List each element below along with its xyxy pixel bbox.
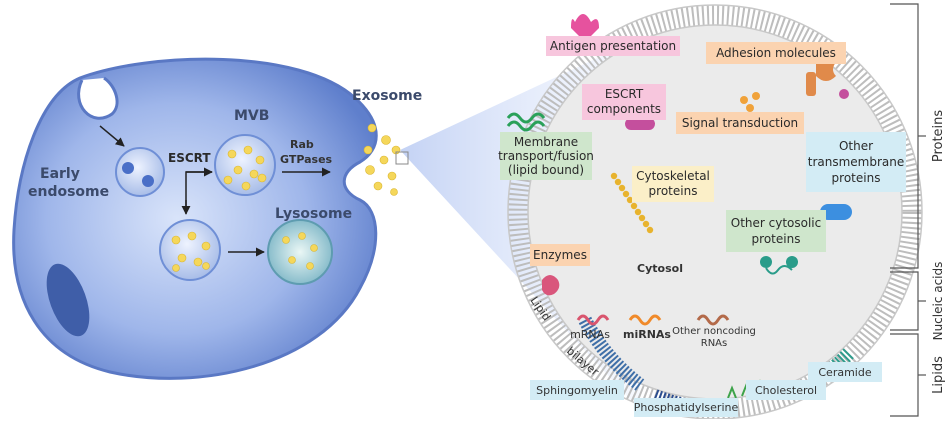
label-lysosome: Lysosome [275,206,352,222]
label-rab: Rab [290,138,314,151]
label-cholesterol: Cholesterol [755,384,817,397]
mvb-intraluminal-vesicles [223,145,267,191]
transmembrane-protein-icon [820,204,852,220]
noncoding-rna-icon [696,314,730,326]
label-early: Early [40,166,80,182]
label-escrt-1: ESCRT [605,87,644,101]
early-endosome-vesicle [115,147,165,197]
endosome-cargo [122,162,134,174]
enzyme-icon [542,275,560,296]
label-antigen: Antigen presentation [550,39,676,53]
box-sphingomyelin [530,380,624,400]
lysosome-cargo [282,232,318,270]
lipid-bilayer [508,5,922,419]
box-antigen [546,36,680,56]
box-enzymes [530,244,590,266]
label-other-rnas-1: Other noncoding [672,326,756,337]
label-other-cytosolic-1: Other cytosolic [731,216,822,230]
label-mvb: MVB [234,108,269,124]
box-cholesterol [746,380,826,400]
box-phosphatidylserine [634,398,738,417]
label-other-tm-3: proteins [832,171,881,185]
label-cytoskeletal-1: Cytoskeletal [636,169,710,183]
label-phosphatidylserine: Phosphatidylserine [634,401,739,414]
label-cytoskeletal-2: proteins [649,184,698,198]
label-exosome: Exosome [352,88,422,104]
label-other-tm-1: Other [839,139,873,153]
label-other-cytosolic-2: proteins [752,232,801,246]
label-membrane-3: (lipid bound) [508,163,584,177]
label-mrnas: mRNAs [570,328,610,341]
endosome-cargo [142,175,154,187]
late-endosome-cargo [171,231,211,272]
label-other-rnas-2: RNAs [701,338,727,349]
label-enzymes: Enzymes [533,248,587,262]
label-escrt: ESCRT [168,151,211,165]
box-cytoskeletal [632,166,714,202]
box-adhesion [706,42,846,64]
label-mirnas: miRNAs [623,328,671,341]
label-adhesion: Adhesion molecules [716,46,836,60]
cytosolic-protein-icon [760,256,798,275]
box-ceramide [808,362,882,382]
mirna-icon [628,314,662,326]
endocytosis-pit [77,76,119,120]
signal-molecule-icons [740,92,760,112]
late-endosome-vesicle [159,219,221,281]
box-signal [676,112,804,134]
label-membrane-2: transport/fusion [498,149,594,163]
box-other-tm [806,132,906,192]
label-sphingomyelin: Sphingomyelin [536,384,618,397]
lysosome [267,219,333,285]
label-gtpases: GTPases [280,153,333,166]
box-escrt [582,84,666,120]
cytoskeletal-filament-icon [610,172,654,234]
cell-body [12,57,378,380]
label-proteins: Proteins [931,110,946,163]
label-other-tm-2: transmembrane [808,155,905,169]
nucleus [46,263,90,337]
label-escrt-2: components [587,102,661,116]
label-endosome: endosome [28,184,109,200]
zoom-focus-box [395,151,409,165]
category-brackets [890,3,926,417]
mrna-icon [576,314,610,326]
escrt-protein-icon [625,118,655,130]
box-membrane [500,132,592,180]
label-cytosol: Cytosol [637,262,683,275]
membrane-transport-icon [506,112,546,132]
released-exosomes [363,123,401,196]
label-nucleic-acids: Nucleic acids [931,262,945,341]
label-signal: Signal transduction [682,116,798,130]
label-ceramide: Ceramide [818,366,871,379]
label-membrane-1: Membrane [514,135,578,149]
label-lipids: Lipids [931,356,946,394]
arrow-endocytosis [99,125,125,147]
box-other-cytosolic [726,210,826,252]
